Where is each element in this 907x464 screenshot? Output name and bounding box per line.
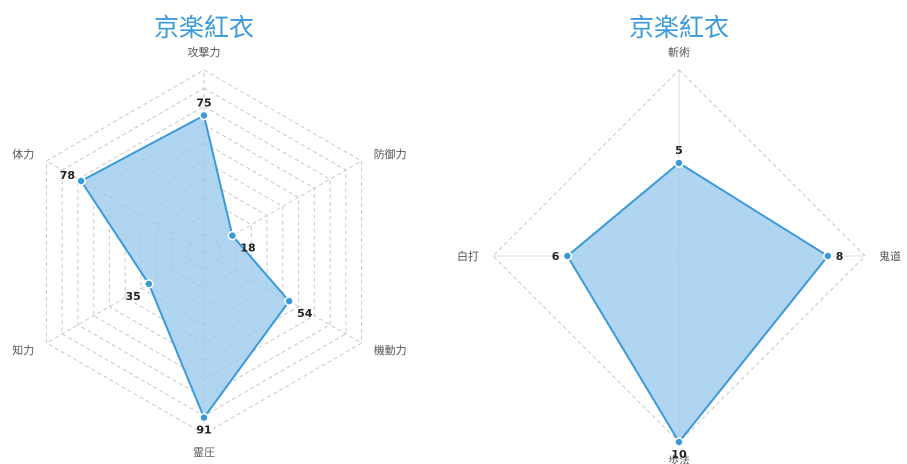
data-point — [76, 176, 86, 186]
axis-label: 斬術 — [668, 46, 690, 59]
value-label: 35 — [125, 290, 140, 303]
data-point — [674, 158, 684, 168]
axis-label: 鬼道 — [879, 249, 901, 263]
value-label: 91 — [196, 424, 211, 437]
data-area — [80, 114, 291, 419]
data-point — [674, 437, 684, 447]
value-label: 75 — [196, 97, 211, 110]
data-point — [562, 251, 573, 261]
data-point — [199, 412, 209, 423]
axis-label: 体力 — [12, 147, 34, 161]
value-label: 78 — [60, 169, 75, 182]
data-point — [823, 251, 833, 261]
axis-label: 歩法 — [668, 453, 690, 464]
axis-label: 機動力 — [374, 343, 407, 357]
chart-title-right: 京楽紅衣 — [629, 13, 729, 42]
value-label: 54 — [297, 307, 313, 320]
data-point — [284, 296, 294, 306]
data-point — [227, 230, 238, 241]
axis-label: 攻撃力 — [188, 45, 221, 59]
data-point — [144, 279, 154, 289]
axis-label: 白打 — [457, 249, 479, 263]
axis-label: 知力 — [12, 343, 34, 357]
value-label: 18 — [240, 242, 255, 255]
value-label: 8 — [836, 250, 844, 263]
axis-label: 霊圧 — [193, 446, 215, 459]
value-label: 10 — [671, 448, 687, 461]
chart-title-left: 京楽紅衣 — [154, 13, 254, 42]
data-point — [199, 110, 209, 121]
value-label: 5 — [675, 144, 683, 157]
data-area — [566, 162, 829, 443]
axis-label: 防御力 — [374, 147, 407, 161]
value-label: 6 — [552, 250, 560, 263]
